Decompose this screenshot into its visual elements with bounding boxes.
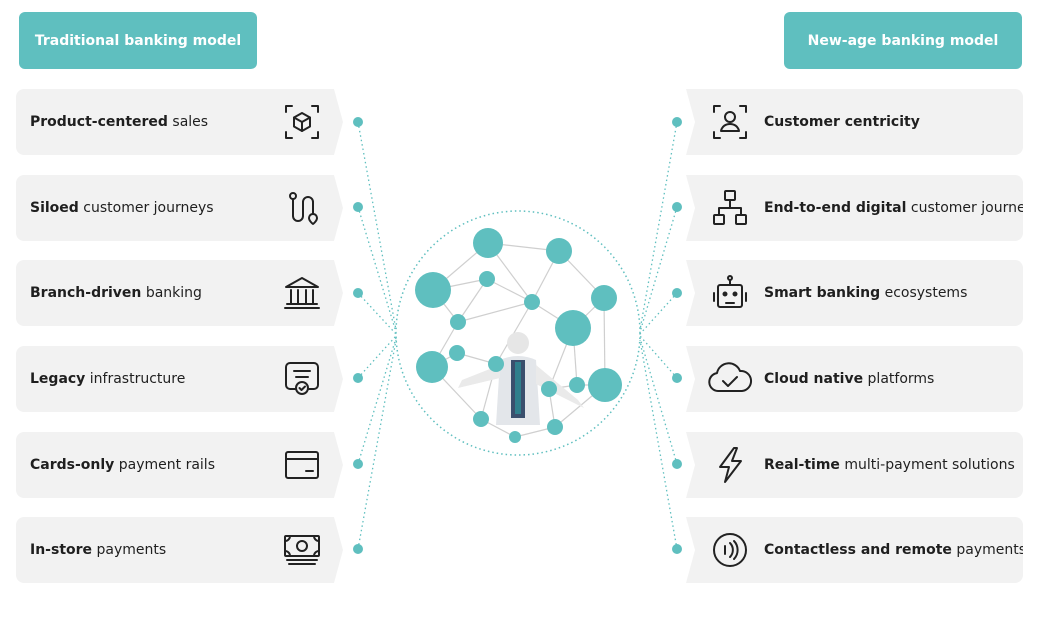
left-item-in-store: In-store payments: [16, 517, 343, 583]
item-text: infrastructure: [85, 371, 186, 387]
right-item-contactless: Contactless and remote payments: [686, 517, 1023, 583]
item-text: banking: [141, 285, 202, 301]
credit-card-icon: [282, 445, 322, 485]
network-nodes: [415, 228, 622, 443]
item-bold-text: Cloud native: [764, 371, 864, 387]
network-boundary: [395, 210, 641, 456]
right-item-real-time: Real-time multi-payment solutions: [686, 432, 1023, 498]
left-item-branch-driven: Branch-driven banking: [16, 260, 343, 326]
item-text: customer journeys: [78, 200, 214, 216]
right-connectors: [639, 121, 678, 550]
item-text: customer journeys: [906, 200, 1042, 216]
bank-building-icon: [282, 273, 322, 313]
item-text: ecosystems: [880, 285, 968, 301]
left-connectors: [357, 121, 397, 550]
right-item-end-to-end-digital: End-to-end digital customer journeys: [686, 175, 1023, 241]
item-bold-text: Real-time: [764, 457, 840, 473]
cash-banknote-icon: [282, 530, 322, 570]
right-item-smart-banking: Smart banking ecosystems: [686, 260, 1023, 326]
item-text: payment rails: [114, 457, 215, 473]
network-edges: [431, 242, 606, 438]
item-bold-text: Smart banking: [764, 285, 881, 301]
item-text: platforms: [863, 371, 935, 387]
traditional-banking-header: Traditional banking model: [19, 12, 257, 69]
item-bold-text: Cards-only: [30, 457, 115, 473]
lightning-icon: [710, 445, 750, 485]
item-bold-text: Contactless and remote: [764, 542, 952, 558]
route-path-icon: [282, 188, 322, 228]
new-age-banking-header: New-age banking model: [784, 12, 1022, 69]
certificate-badge-icon: [282, 359, 322, 399]
hierarchy-icon: [710, 188, 750, 228]
left-item-cards-only: Cards-only payment rails: [16, 432, 343, 498]
robot-icon: [710, 273, 750, 313]
item-text: multi-payment solutions: [839, 457, 1015, 473]
right-item-cloud-native: Cloud native platforms: [686, 346, 1023, 412]
item-text: sales: [167, 114, 209, 130]
person-silhouette: [458, 332, 584, 425]
left-item-product-centered: Product-centered sales: [16, 89, 343, 155]
connector-dots: [353, 117, 682, 554]
right-item-customer-centricity: Customer centricity: [686, 89, 1023, 155]
cloud-check-icon: [706, 359, 754, 399]
user-scan-icon: [710, 102, 750, 142]
item-text: payments: [92, 542, 167, 558]
contactless-icon: [710, 530, 750, 570]
item-bold-text: Branch-driven: [30, 285, 142, 301]
item-bold-text: Product-centered: [30, 114, 168, 130]
item-bold-text: In-store: [30, 542, 93, 558]
item-bold-text: Siloed: [30, 200, 79, 216]
item-bold-text: End-to-end digital: [764, 200, 907, 216]
item-bold-text: Customer centricity: [764, 114, 920, 130]
left-item-siloed: Siloed customer journeys: [16, 175, 343, 241]
item-text: payments: [951, 542, 1027, 558]
box-scan-icon: [282, 102, 322, 142]
item-bold-text: Legacy: [30, 371, 86, 387]
left-item-legacy: Legacy infrastructure: [16, 346, 343, 412]
